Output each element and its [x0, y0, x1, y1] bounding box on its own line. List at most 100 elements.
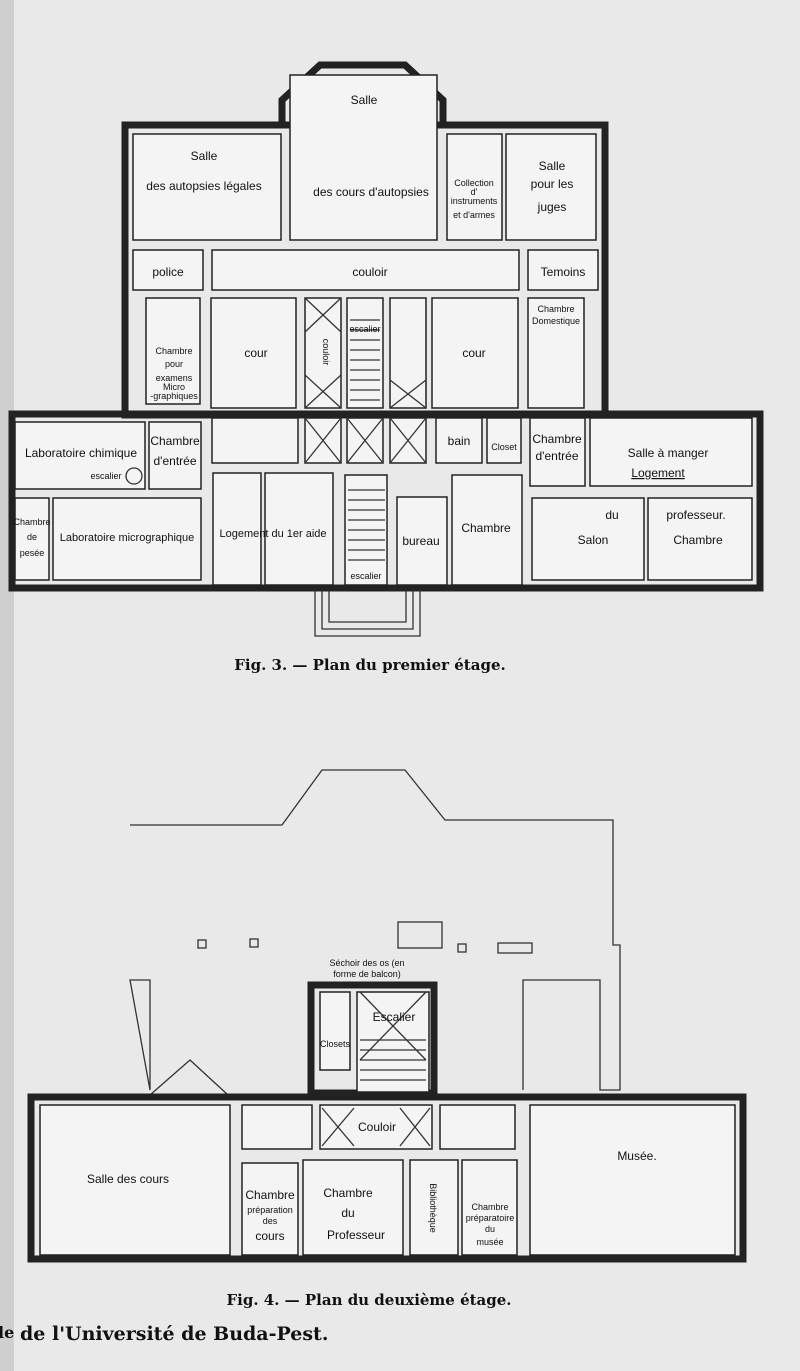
room-label: bureau: [402, 534, 439, 548]
room-outline: [132, 249, 204, 291]
room-outline: [529, 417, 586, 487]
room-label: du: [341, 1206, 354, 1220]
room-label: Salon: [578, 533, 609, 547]
room-label: police: [152, 265, 184, 279]
running-footer: de l'Université de Buda-Pest.: [20, 1323, 328, 1345]
room-outline: [346, 297, 384, 409]
room-label: et d'armes: [453, 210, 495, 220]
room-label: Chambre: [13, 517, 50, 527]
room-label: des: [263, 1216, 278, 1226]
second-floor-wall: [27, 1093, 747, 1263]
room-label: Chambre: [155, 346, 192, 356]
room-outline: [497, 942, 533, 954]
room-outline: [527, 249, 599, 291]
room-label: préparation: [247, 1205, 293, 1215]
figure-caption: Fig. 4. — Plan du deuxième étage.: [226, 1291, 511, 1309]
room-label: musée: [476, 1237, 503, 1247]
room-label: Couloir: [358, 1120, 396, 1134]
room-outline: [451, 474, 523, 586]
room-label: Salle des cours: [87, 1172, 169, 1186]
room-outline: [241, 1104, 313, 1150]
room-outline: [461, 1159, 518, 1256]
room-outline: [431, 297, 519, 409]
room-label: Salle à manger: [628, 446, 709, 460]
room-label: Temoins: [541, 265, 586, 279]
plan-premier-etage: Salle des cours d'autopsies Salle des au…: [8, 61, 764, 674]
room-label: professeur.: [666, 508, 725, 522]
staircase-lines: [348, 319, 385, 561]
room-label: Séchoir des os (en: [329, 958, 404, 968]
room-label: Laboratoire chimique: [25, 446, 137, 460]
room-label: cour: [244, 346, 267, 360]
room-label: Closets: [320, 1039, 351, 1049]
room-label: d': [471, 187, 478, 197]
room-label: forme de balcon): [333, 969, 401, 979]
room-outline: [505, 133, 597, 241]
room-outline: [319, 991, 351, 1071]
room-outline: [356, 991, 430, 1093]
octagon-wall: [278, 61, 447, 125]
room-outline: [589, 417, 753, 487]
room-label: Chambre: [245, 1188, 295, 1202]
roof-outline: [129, 769, 621, 1091]
room-label: des cours d'autopsies: [313, 185, 429, 199]
room-label: Chambre: [471, 1202, 508, 1212]
wings-wall: [8, 410, 764, 592]
page-gutter: [0, 0, 14, 1371]
room-outline: [409, 1159, 459, 1256]
room-label: couloir: [352, 265, 387, 279]
room-outline: [486, 417, 522, 464]
room-label: de: [27, 532, 37, 542]
room-label: couloir: [321, 339, 331, 366]
room-label: pour: [165, 359, 183, 369]
room-label: examens: [156, 373, 193, 383]
room-outline: [14, 497, 50, 581]
room-label: Chambre: [150, 434, 200, 448]
room-label: -graphiques: [150, 391, 198, 401]
room-outline: [52, 497, 202, 581]
room-outline: [304, 297, 342, 409]
room-label: Closet: [491, 442, 517, 452]
room-outline: [211, 249, 520, 291]
room-outline: [264, 472, 334, 586]
figure-caption: Fig. 3. — Plan du premier étage.: [234, 656, 505, 674]
room-label: Collection: [454, 178, 494, 188]
room-label: escalier: [90, 471, 121, 481]
room-outline: [302, 1159, 404, 1256]
room-outline: [210, 297, 297, 409]
room-label: Professeur: [327, 1228, 385, 1242]
room-label: Salle: [351, 93, 378, 107]
spiral-stair-icon: [125, 467, 143, 485]
room-label: pour les: [531, 177, 574, 191]
room-label: Musée.: [617, 1149, 656, 1163]
room-outline: [148, 421, 202, 490]
room-label: Salle: [539, 159, 566, 173]
room-outline: [457, 943, 467, 953]
room-label: Bibliothèque: [428, 1183, 438, 1233]
room-outline: [435, 417, 483, 464]
room-label: cours: [255, 1229, 284, 1243]
room-outline: [529, 1104, 736, 1256]
entry-steps: [314, 590, 421, 637]
room-outline: [396, 496, 448, 586]
room-label: d'entrée: [536, 449, 579, 463]
room-outline: [319, 1104, 433, 1150]
room-label: du: [485, 1224, 495, 1234]
room-outline: [531, 497, 645, 581]
room-label: Chambre: [461, 521, 511, 535]
room-label: Chambre: [323, 1186, 373, 1200]
plan-deuxieme-etage: Séchoir des os (en forme de balcon) Esca…: [27, 769, 747, 1309]
room-outline: [446, 133, 503, 241]
room-label: instruments: [451, 196, 498, 206]
room-label: cour: [462, 346, 485, 360]
roof-gable: [149, 1059, 229, 1096]
room-outline: [249, 938, 259, 948]
room-outline: [212, 472, 262, 586]
room-outline: [439, 1104, 516, 1150]
room-outline: [39, 1104, 231, 1256]
room-label: Laboratoire micrographique: [60, 532, 195, 544]
room-label: Logement du 1er aide: [219, 528, 326, 540]
room-label: pesée: [20, 548, 45, 558]
room-label: Chambre: [673, 533, 723, 547]
